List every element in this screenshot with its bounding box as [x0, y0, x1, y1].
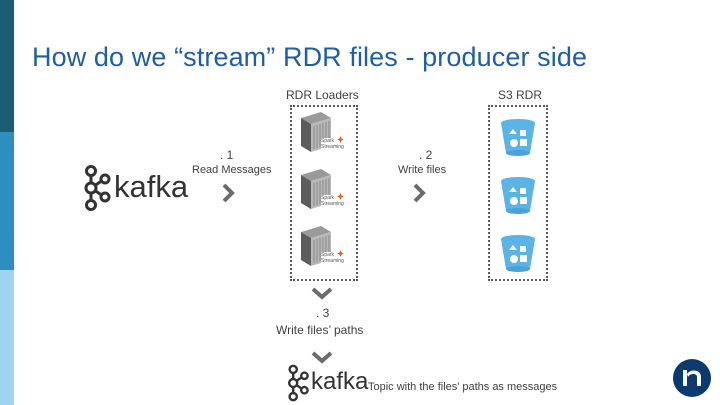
spark-streaming-icon: Spark Streaming	[321, 250, 351, 268]
s3-rdr-title: S3 RDR	[498, 88, 543, 102]
rdr-loader: Spark Streaming	[299, 224, 351, 276]
step2-label: Write files	[398, 164, 447, 176]
left-bar-light	[0, 270, 14, 405]
kafka-logo-icon	[288, 364, 309, 402]
kafka-logo: kafka	[82, 165, 188, 211]
step1-label: Read Messages	[192, 164, 272, 176]
step1-number: . 1	[220, 148, 234, 162]
step3-number: . 3	[316, 306, 330, 320]
spark-streaming-icon: Spark Streaming	[321, 193, 351, 211]
s3-bucket-icon	[501, 119, 535, 156]
kafka-topic-logo: kafka	[286, 364, 369, 402]
left-bar-mid	[0, 132, 14, 270]
rdr-loaders-box: Spark Streaming Spark Streaming	[290, 105, 358, 281]
s3-bucket-icon	[501, 177, 535, 214]
topic-caption: Topic with the files’ paths as messages	[368, 381, 558, 393]
slide-title: How do we “stream” RDR files - producer …	[32, 42, 588, 72]
chevron-right-icon	[413, 183, 426, 203]
step3-label: Write files’ paths	[276, 323, 364, 337]
rdr-loader: Spark Streaming	[299, 110, 351, 162]
brand-logo-icon	[673, 359, 711, 397]
chevron-down-icon	[311, 287, 333, 300]
rdr-loader: Spark Streaming	[299, 167, 351, 219]
kafka-logo-icon	[84, 165, 111, 211]
spark-streaming-icon: Spark Streaming	[321, 136, 351, 154]
step2-number: . 2	[419, 148, 433, 162]
kafka-wordmark: kafka	[311, 368, 369, 395]
left-bar-dark	[0, 0, 14, 132]
rdr-loaders-title: RDR Loaders	[286, 88, 359, 102]
chevron-down-icon	[311, 351, 333, 364]
s3-rdr-box	[488, 105, 548, 281]
s3-bucket-icon	[501, 235, 535, 272]
kafka-wordmark: kafka	[114, 169, 189, 204]
chevron-right-icon	[222, 183, 235, 203]
